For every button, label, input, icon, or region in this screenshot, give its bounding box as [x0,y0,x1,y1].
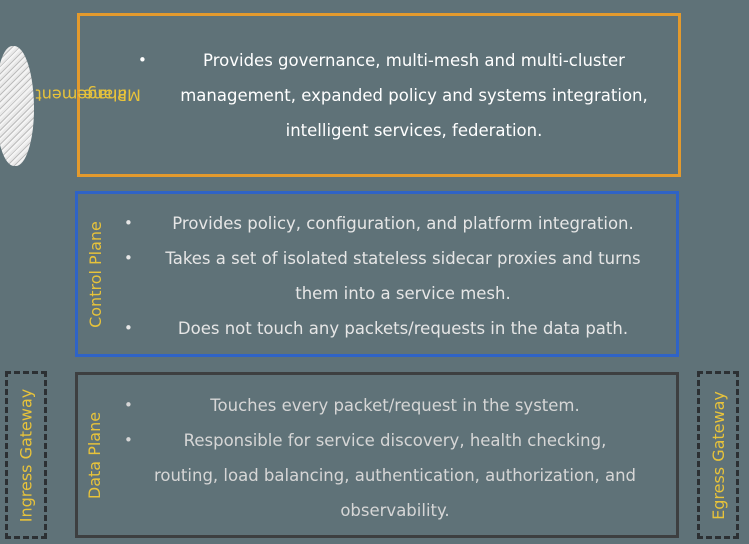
egress-gateway-label: Egress Gateway [708,390,728,520]
management-plane-bullet-item: • Provides governance, multi-mesh and mul… [138,43,664,148]
bullet-icon: • [124,396,133,414]
egress-gateway-box: Egress Gateway [697,371,739,539]
bullet-icon: • [138,51,147,69]
data-plane-bullet-line: routing, load balancing, authentication,… [153,466,637,485]
management-plane-bullet-line: management, expanded policy and systems … [180,86,648,105]
management-plane-bullets: • Provides governance, multi-mesh and mul… [138,43,664,148]
data-plane-bullet-line: Touches every packet/request in the syst… [210,396,580,415]
control-plane-bullet-line: Takes a set of isolated stateless sideca… [165,249,641,268]
control-plane-bullet-line: Provides policy, configuration, and plat… [172,214,634,233]
data-plane-bullet-line: Responsible for service discovery, healt… [183,431,607,450]
data-plane-bullet-item: • Responsible for service discovery, heal… [124,423,662,528]
control-plane-bullet-line: Does not touch any packets/requests in t… [177,319,629,338]
control-plane-box: Control Plane • Provides policy, configur… [75,191,679,357]
bullet-icon: • [124,431,133,449]
ingress-gateway-box: Ingress Gateway [5,371,47,539]
ingress-gateway-label: Ingress Gateway [16,388,36,522]
control-plane-bullet-item: • Provides policy, configuration, and pla… [124,206,658,241]
data-plane-label: Data Plane [78,375,112,535]
data-plane-bullets: • Touches every packet/request in the sys… [124,388,662,528]
control-plane-bullet-line: them into a service mesh. [295,284,511,303]
bullet-icon: • [124,249,133,267]
control-plane-label-text: Control Plane [85,220,105,328]
data-plane-bullet-item: • Touches every packet/request in the sys… [124,388,662,423]
decorative-sketch-shape [0,46,34,166]
management-plane-label-line2: Plane [83,85,128,105]
bullet-icon: • [124,319,133,337]
control-plane-bullet-item: • Does not touch any packets/requests in … [124,311,658,346]
control-plane-bullets: • Provides policy, configuration, and pla… [124,206,658,346]
control-plane-bullet-item: • Takes a set of isolated stateless sidec… [124,241,658,311]
data-plane-label-text: Data Plane [85,411,105,499]
control-plane-label: Control Plane [78,194,112,354]
data-plane-bullet-line: observability. [340,501,450,520]
management-plane-bullet-line: intelligent services, federation. [285,121,543,140]
data-plane-box: Data Plane • Touches every packet/request… [75,372,679,538]
bullet-icon: • [124,214,133,232]
management-plane-bullet-line: Provides governance, multi-mesh and mult… [203,51,625,70]
